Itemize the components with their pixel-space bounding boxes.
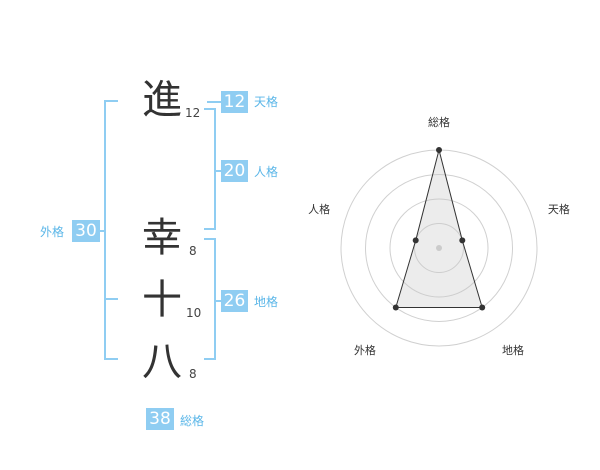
radar-ring-3 (365, 174, 513, 322)
tenkaku-connector (207, 101, 221, 103)
radar-shape (392, 147, 486, 311)
gaikaku-label: 外格 (40, 225, 65, 239)
chikaku-label: 地格 (254, 295, 279, 309)
radar-point-5 (412, 237, 419, 244)
radar-axis-label-1: 総格 (428, 115, 450, 129)
soukaku-label: 総格 (180, 414, 205, 428)
soukaku-value: 38 (146, 408, 174, 430)
radar-ring-1 (414, 223, 464, 273)
gaikaku-value: 30 (72, 220, 100, 242)
radar-axis-label-2: 天格 (548, 202, 570, 216)
radar-point-4 (392, 304, 399, 311)
stroke-count-2: 8 (189, 244, 197, 258)
radar-polygon (395, 149, 483, 308)
jinkaku-label: 人格 (254, 165, 279, 179)
radar-point-2 (459, 237, 466, 244)
radar-point-1 (436, 147, 442, 153)
tenkaku-value: 12 (221, 91, 248, 113)
radar-center (436, 245, 442, 251)
name-char-2: 幸 (142, 215, 182, 261)
radar-axis-label-3: 地格 (502, 343, 524, 357)
name-char-1: 進 (142, 77, 182, 123)
tenkaku-label: 天格 (254, 95, 279, 109)
radar-axis-label-4: 外格 (354, 343, 376, 357)
radar-point-3 (479, 304, 486, 311)
radar-ring-2 (389, 198, 489, 298)
stroke-count-4: 8 (189, 367, 197, 381)
chikaku-value: 26 (221, 290, 248, 312)
stroke-count-3: 10 (186, 306, 202, 320)
name-char-4: 八 (142, 339, 182, 385)
jinkaku-value: 20 (221, 160, 248, 182)
radar-axis-label-5: 人格 (308, 202, 330, 216)
name-char-3: 十 (142, 277, 182, 323)
stroke-count-1: 12 (185, 106, 201, 120)
